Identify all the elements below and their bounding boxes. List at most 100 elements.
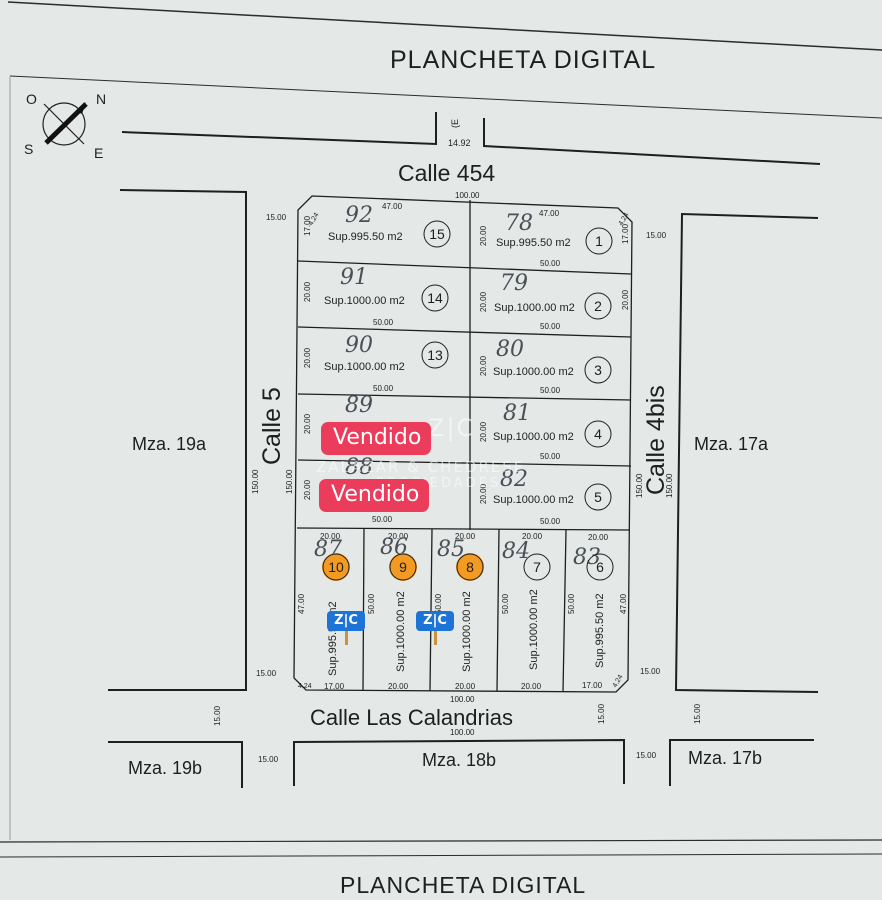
lot-dimension: 47.00 [539, 209, 560, 218]
dim-street-v1: 15.00 [213, 705, 222, 726]
block-south: Mza. 18b [422, 750, 496, 770]
lot-handwritten-note: 80 [496, 337, 524, 362]
lot-area: Sup.1000.00 m2 [493, 431, 574, 443]
lot-handwritten-note: 79 [500, 271, 528, 296]
lot-2[interactable]: 79 2 Sup.1000.00 m2 [494, 271, 612, 320]
lot-12[interactable]: 89 [345, 393, 373, 418]
lot-dimension: 20.00 [320, 532, 341, 541]
lot-number: 5 [594, 489, 602, 505]
lot-handwritten-note: 90 [345, 333, 373, 358]
lot-dimension: 20.00 [303, 413, 312, 434]
lot-area: Sup.995.50 m2 [328, 231, 403, 243]
lot-number: 1 [595, 233, 603, 249]
lot-number: 7 [533, 559, 541, 575]
dim-street-nw: 15.00 [266, 213, 287, 222]
lot-handwritten-note: 91 [340, 265, 368, 290]
lot-number-circle [584, 483, 612, 511]
lot-number-circle [423, 220, 451, 248]
watermark-line1: ZALAZAR & CHEDRESE [316, 458, 526, 476]
top-stub-dimension: 14.92 [448, 138, 471, 148]
lot-handwritten-note: 84 [502, 539, 530, 564]
lot-number: 4 [594, 426, 602, 442]
dim-chamfer-sw: 4.24 [298, 683, 312, 690]
lot-area: Sup.1000.00 m2 [395, 591, 407, 672]
street-north: Calle 454 [398, 160, 495, 186]
lot-area: Sup.1000.00 m2 [493, 366, 574, 378]
lot-dimension: 50.00 [540, 517, 561, 526]
sign-marker-lot-10[interactable]: Z|C [327, 611, 365, 645]
sign-marker-lot-9[interactable]: Z|C [416, 611, 454, 645]
lot-15[interactable]: 92 15 Sup.995.50 m2 [328, 203, 451, 248]
lot-dimensions: 47.0047.0050.0050.0050.0050.0050.0050.00… [297, 202, 630, 691]
block-outline [293, 195, 633, 693]
lot-dimension: 20.00 [479, 225, 488, 246]
sold-badge-lot-12[interactable]: Vendido [321, 422, 432, 455]
lot-dimension: 47.00 [297, 593, 306, 614]
lot-marker-dot [456, 553, 484, 581]
block-west: Mza. 19a [132, 434, 207, 454]
lot-dimension: 20.00 [621, 289, 630, 310]
header-title: PLANCHETA DIGITAL [390, 46, 656, 74]
compass-s: S [24, 141, 33, 157]
lot-area: Sup.1000.00 m2 [324, 295, 405, 307]
compass-e: E [94, 145, 103, 161]
lot-number-circle [389, 553, 417, 581]
lot-dimension: 20.00 [388, 532, 409, 541]
lot-area: Sup.1000.00 m2 [494, 302, 575, 314]
dim-side-e2: 150.00 [665, 473, 674, 498]
lot-number: 9 [399, 559, 407, 575]
lot-handwritten-note: 88 [345, 455, 373, 480]
lot-number-circle [584, 292, 612, 320]
dim-street-s1: 15.00 [258, 755, 279, 764]
lot-number: 6 [596, 559, 604, 575]
street-south: Calle Las Calandrias [310, 705, 513, 730]
dim-bottom-total-a: 100.00 [450, 695, 475, 704]
lot-dimension: 50.00 [373, 318, 394, 327]
lot-dimension: 50.00 [372, 515, 393, 524]
lot-handwritten-note: 78 [505, 211, 533, 236]
lot-handwritten-note: 92 [345, 203, 373, 228]
lot-number: 2 [594, 298, 602, 314]
block-southwest: Mza. 19b [128, 758, 202, 778]
lot-number-circle [523, 553, 551, 581]
lot-number: 14 [427, 290, 443, 306]
lot-11[interactable]: 88 [345, 455, 373, 480]
dim-side-w2: 150.00 [285, 469, 294, 494]
dim-side-e1: 150.00 [635, 473, 644, 498]
lot-dimension: 20.00 [479, 483, 488, 504]
dim-street-ne: 15.00 [646, 231, 667, 240]
lot-number-circle [586, 553, 614, 581]
lot-number: 15 [429, 226, 445, 242]
dim-street-s2: 15.00 [636, 751, 657, 760]
block-east: Mza. 17a [694, 434, 769, 454]
sold-badge-lot-11[interactable]: Vendido [319, 479, 430, 512]
lot-number-circle [421, 341, 449, 369]
lot-dimension: 20.00 [455, 682, 476, 691]
block-southeast: Mza. 17b [688, 748, 762, 768]
lot-number-circle [584, 420, 612, 448]
lot-dimension: 50.00 [540, 259, 561, 268]
lot-1[interactable]: 78 1 Sup.995.50 m2 [496, 211, 613, 255]
lot-area: Sup.995.50 m2 [496, 237, 571, 249]
lot-dimension: 20.00 [479, 421, 488, 442]
lot-dimension: 20.00 [521, 682, 542, 691]
lot-number: 13 [427, 347, 443, 363]
lot-marker-dot [322, 553, 350, 581]
lot-number-circle [585, 227, 613, 255]
lot-dimension: 50.00 [367, 593, 376, 614]
lot-area: Sup.995.50 m2 [594, 593, 606, 668]
lot-dimension: 20.00 [303, 479, 312, 500]
lot-14[interactable]: 91 14 Sup.1000.00 m2 [324, 265, 449, 312]
lot-number-circle [421, 284, 449, 312]
